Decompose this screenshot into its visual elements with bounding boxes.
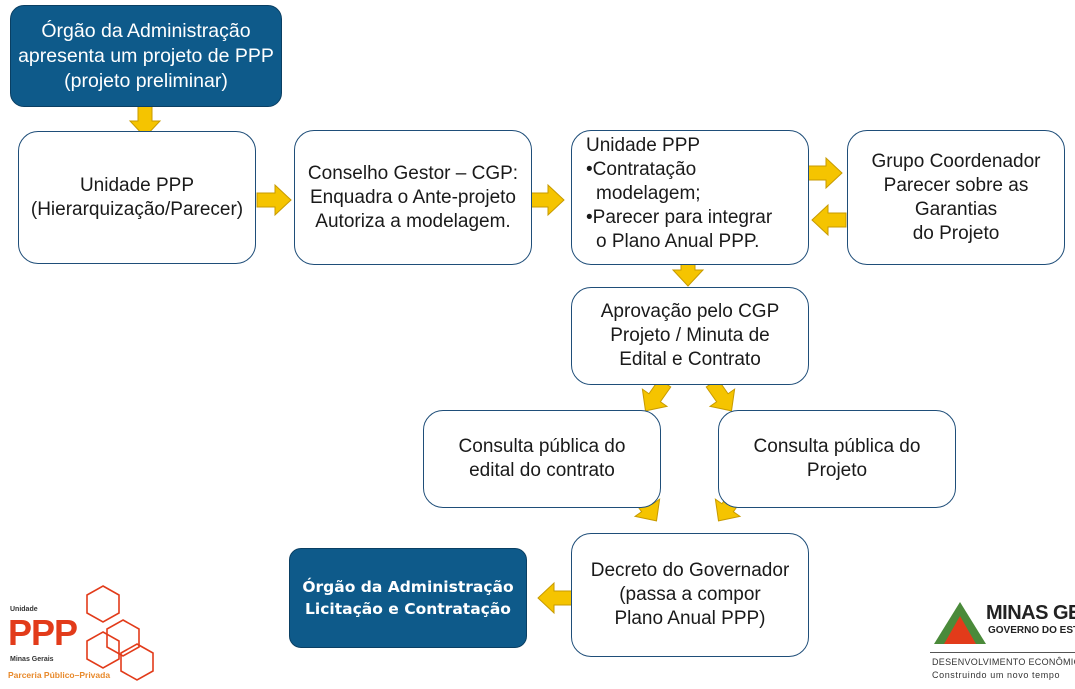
node-line: (Hierarquização/Parecer) <box>30 198 244 220</box>
node-line: Projeto <box>806 460 868 481</box>
node-line: apresenta um projeto de PPP <box>18 44 274 67</box>
node-aprovacao-cgp: Aprovação pelo CGP Projeto / Minuta de E… <box>571 287 809 385</box>
arrow-right-2 <box>529 184 565 216</box>
node-line: Órgão da Administração <box>302 578 514 596</box>
unidade-ppp-logo: Unidade PPP Minas Gerais Parceria Públic… <box>6 580 156 684</box>
node-conselho-gestor: Conselho Gestor – CGP: Enquadra o Ante-p… <box>294 130 532 265</box>
node-line: Aprovação pelo CGP <box>600 301 780 322</box>
node-consulta-edital: Consulta pública do edital do contrato <box>423 410 661 508</box>
logo-subtitle: GOVERNO DO ESTADO <box>988 625 1075 636</box>
logo-sub-label: Minas Gerais <box>10 656 54 663</box>
logo-tagline: Parceria Público–Privada <box>8 670 111 680</box>
node-line: Projeto / Minuta de <box>610 325 770 346</box>
node-decreto-governador: Decreto do Governador (passa a compor Pl… <box>571 533 809 657</box>
logo-big-text: PPP <box>8 612 78 653</box>
node-title: Unidade PPP <box>586 135 701 156</box>
node-unidade-ppp-modelagem: Unidade PPP •Contratação modelagem; •Par… <box>571 130 809 265</box>
node-line: Plano Anual PPP) <box>614 608 766 629</box>
node-line: Enquadra o Ante-projeto <box>310 186 516 208</box>
node-line: Parecer sobre as <box>883 174 1029 196</box>
node-grupo-coordenador: Grupo Coordenador Parecer sobre as Garan… <box>847 130 1065 265</box>
node-unidade-ppp: Unidade PPP (Hierarquização/Parecer) <box>18 131 256 264</box>
node-line: Consulta pública do <box>458 436 626 457</box>
logo-divider <box>930 652 1075 653</box>
minas-gerais-logo: MINAS GERAIS GOVERNO DO ESTADO DESENVOLV… <box>930 598 1075 684</box>
arrow-right-1 <box>256 184 292 216</box>
triangle-icon <box>934 602 986 644</box>
node-line: Grupo Coordenador <box>871 150 1041 172</box>
node-line: Garantias <box>914 198 998 220</box>
node-line: Unidade PPP <box>79 174 195 196</box>
logo-top-label: Unidade <box>10 606 38 613</box>
node-orgao-apresenta: Órgão da Administração apresenta um proj… <box>10 5 282 107</box>
node-line: Conselho Gestor – CGP: <box>307 162 519 184</box>
node-line: Licitação e Contratação <box>305 600 511 618</box>
arrow-left-1 <box>811 204 847 236</box>
bullet-item-cont: o Plano Anual PPP. <box>596 231 760 252</box>
node-consulta-projeto: Consulta pública do Projeto <box>718 410 956 508</box>
arrow-left-2 <box>537 582 573 614</box>
node-line: Autoriza a modelagem. <box>315 210 511 232</box>
bullet-item: •Parecer para integrar <box>586 207 773 228</box>
hexagon-icon <box>86 585 154 681</box>
node-line: Edital e Contrato <box>619 349 761 370</box>
bullet-item: •Contratação <box>586 159 697 180</box>
node-line: edital do contrato <box>469 460 615 481</box>
node-line: do Projeto <box>912 222 1000 244</box>
node-line: (passa a compor <box>619 584 761 605</box>
arrow-right-3 <box>807 157 843 189</box>
node-line: (projeto preliminar) <box>64 69 228 92</box>
node-line: Consulta pública do <box>753 436 921 457</box>
bullet-item-cont: modelagem; <box>596 183 701 204</box>
logo-dept: DESENVOLVIMENTO ECONÔMICO <box>932 657 1075 667</box>
logo-slogan: Construindo um novo tempo <box>932 670 1061 680</box>
node-orgao-licitacao: Órgão da Administração Licitação e Contr… <box>289 548 527 648</box>
node-line: Decreto do Governador <box>590 560 790 581</box>
logo-title: MINAS GERAIS <box>986 602 1075 624</box>
node-line: Órgão da Administração <box>41 19 251 42</box>
